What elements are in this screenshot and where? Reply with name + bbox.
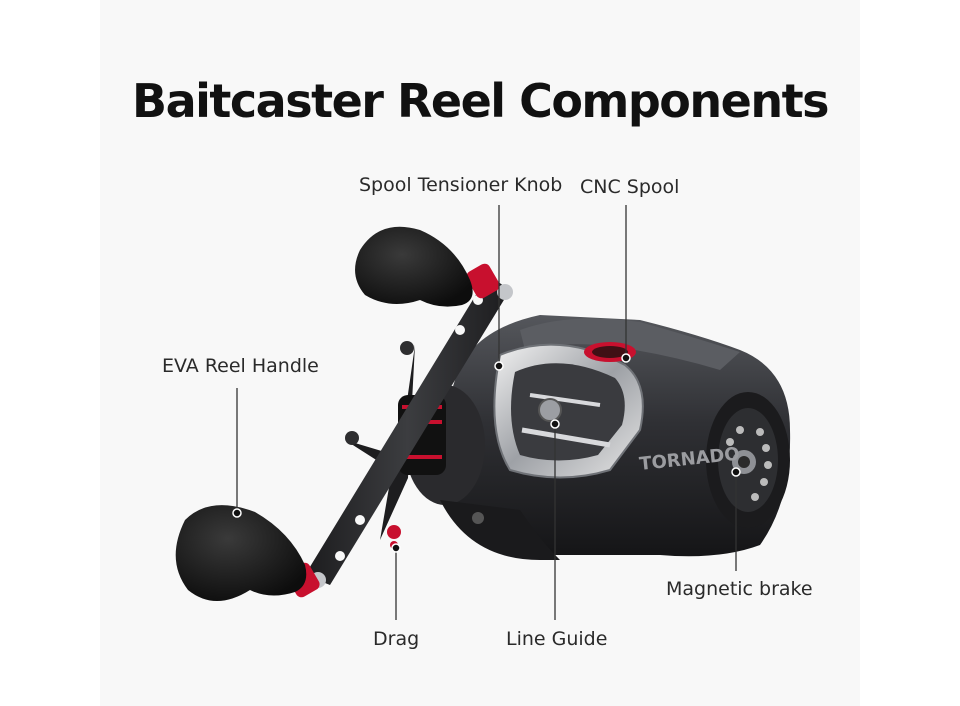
label-spool-tensioner-knob: Spool Tensioner Knob: [359, 174, 563, 196]
page-title: Baitcaster Reel Components: [132, 74, 829, 128]
reel-foot: [440, 500, 560, 560]
label-eva-reel-handle: EVA Reel Handle: [162, 355, 319, 377]
eva-knob-top: [355, 226, 473, 307]
label-cnc-spool: CNC Spool: [580, 176, 680, 198]
label-magnetic-brake: Magnetic brake: [666, 578, 813, 600]
label-line-guide: Line Guide: [506, 628, 608, 650]
leader-lines: [232, 205, 741, 620]
line-guide-cage: [493, 343, 644, 479]
eva-knob-bottom: [175, 505, 307, 601]
label-drag: Drag: [373, 628, 420, 650]
handle-assembly: [286, 263, 513, 598]
